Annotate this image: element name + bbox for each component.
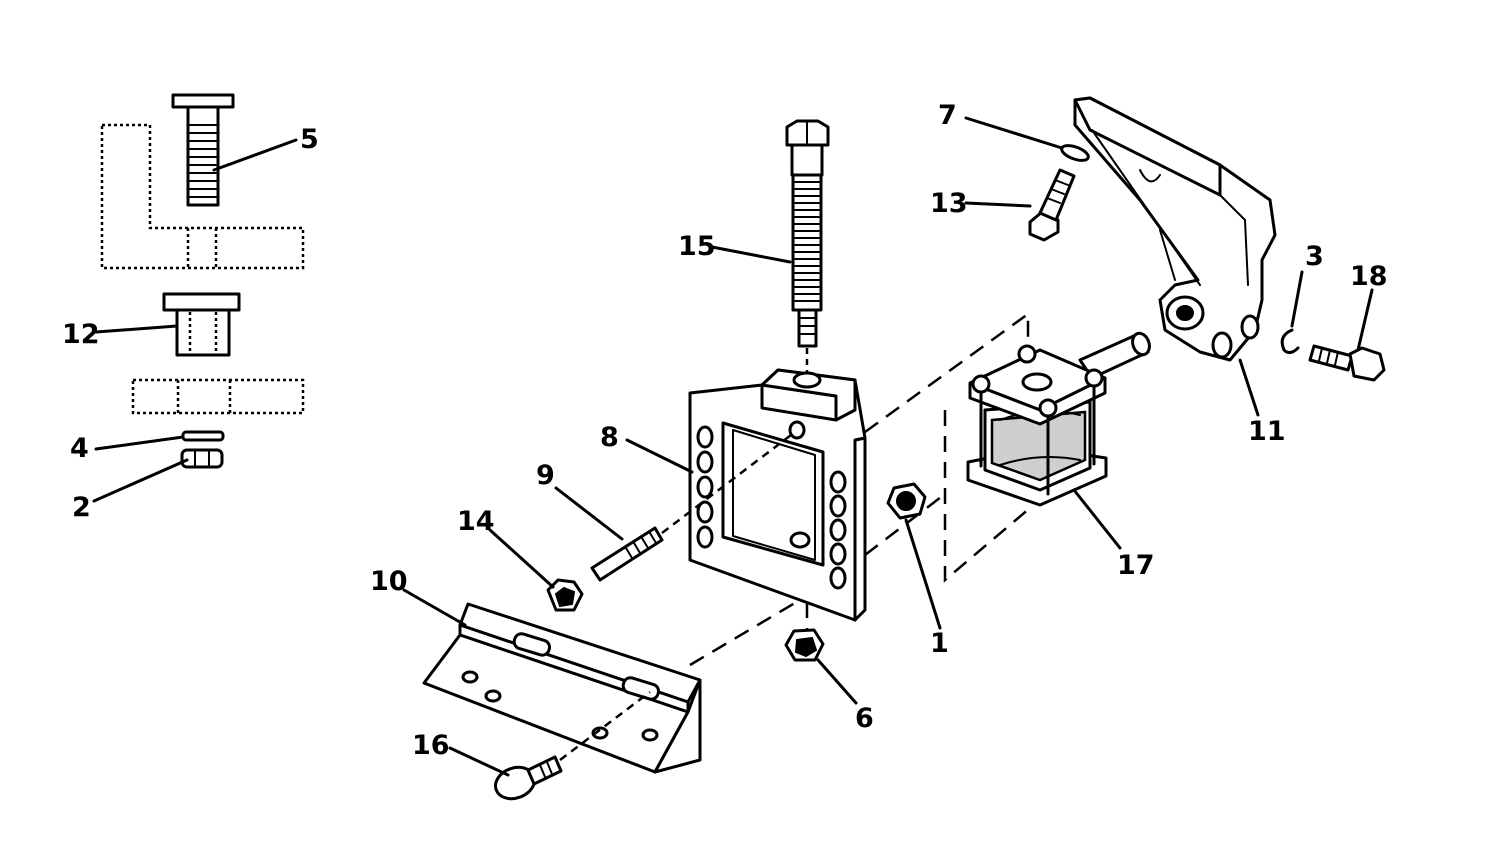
callout-4: 4 bbox=[70, 433, 89, 464]
callout-12: 12 bbox=[62, 319, 100, 350]
part-14-nut bbox=[488, 528, 584, 612]
part-1-nut bbox=[886, 482, 942, 630]
callout-17: 17 bbox=[1117, 550, 1155, 581]
callout-16: 16 bbox=[412, 730, 450, 761]
bracket-holes-left bbox=[696, 425, 714, 549]
part-9-stud bbox=[554, 431, 796, 582]
callout-8: 8 bbox=[600, 422, 619, 453]
part-16-carriage-bolt bbox=[448, 691, 651, 801]
lower-plate-section bbox=[131, 378, 305, 415]
callout-18: 18 bbox=[1350, 261, 1388, 292]
part-4-washer bbox=[181, 430, 225, 442]
callout-2: 2 bbox=[72, 492, 91, 523]
callout-15: 15 bbox=[678, 231, 716, 262]
part-2-nut bbox=[180, 448, 224, 469]
part-10-angle-bracket bbox=[402, 588, 702, 774]
part-15-bolt bbox=[710, 119, 830, 372]
part-3-clip bbox=[1280, 270, 1304, 355]
callout-13: 13 bbox=[930, 188, 968, 219]
part-17-cylinder bbox=[966, 331, 1151, 550]
part-5-bolt bbox=[171, 93, 235, 207]
part-8-bracket bbox=[625, 368, 867, 622]
part-7-washer bbox=[964, 116, 1090, 162]
callout-labels: 5 12 4 2 15 8 9 14 10 16 6 1 17 7 13 11 … bbox=[62, 100, 1388, 761]
detail-mounting-section bbox=[92, 93, 305, 503]
callout-7: 7 bbox=[938, 100, 957, 131]
callout-10: 10 bbox=[370, 566, 408, 597]
callout-1: 1 bbox=[930, 628, 949, 659]
callout-5: 5 bbox=[300, 124, 319, 155]
part-6-nut bbox=[784, 628, 858, 705]
bracket-holes-right bbox=[829, 470, 847, 590]
part-13-bolt bbox=[964, 168, 1076, 242]
callout-3: 3 bbox=[1305, 241, 1324, 272]
part-18-bolt bbox=[1308, 288, 1386, 382]
callout-9: 9 bbox=[536, 460, 555, 491]
callout-6: 6 bbox=[855, 703, 874, 734]
part-11-clevis-bracket bbox=[1073, 96, 1277, 417]
callout-14: 14 bbox=[457, 506, 495, 537]
part-12-spacer bbox=[162, 292, 241, 357]
callout-11: 11 bbox=[1248, 416, 1286, 447]
